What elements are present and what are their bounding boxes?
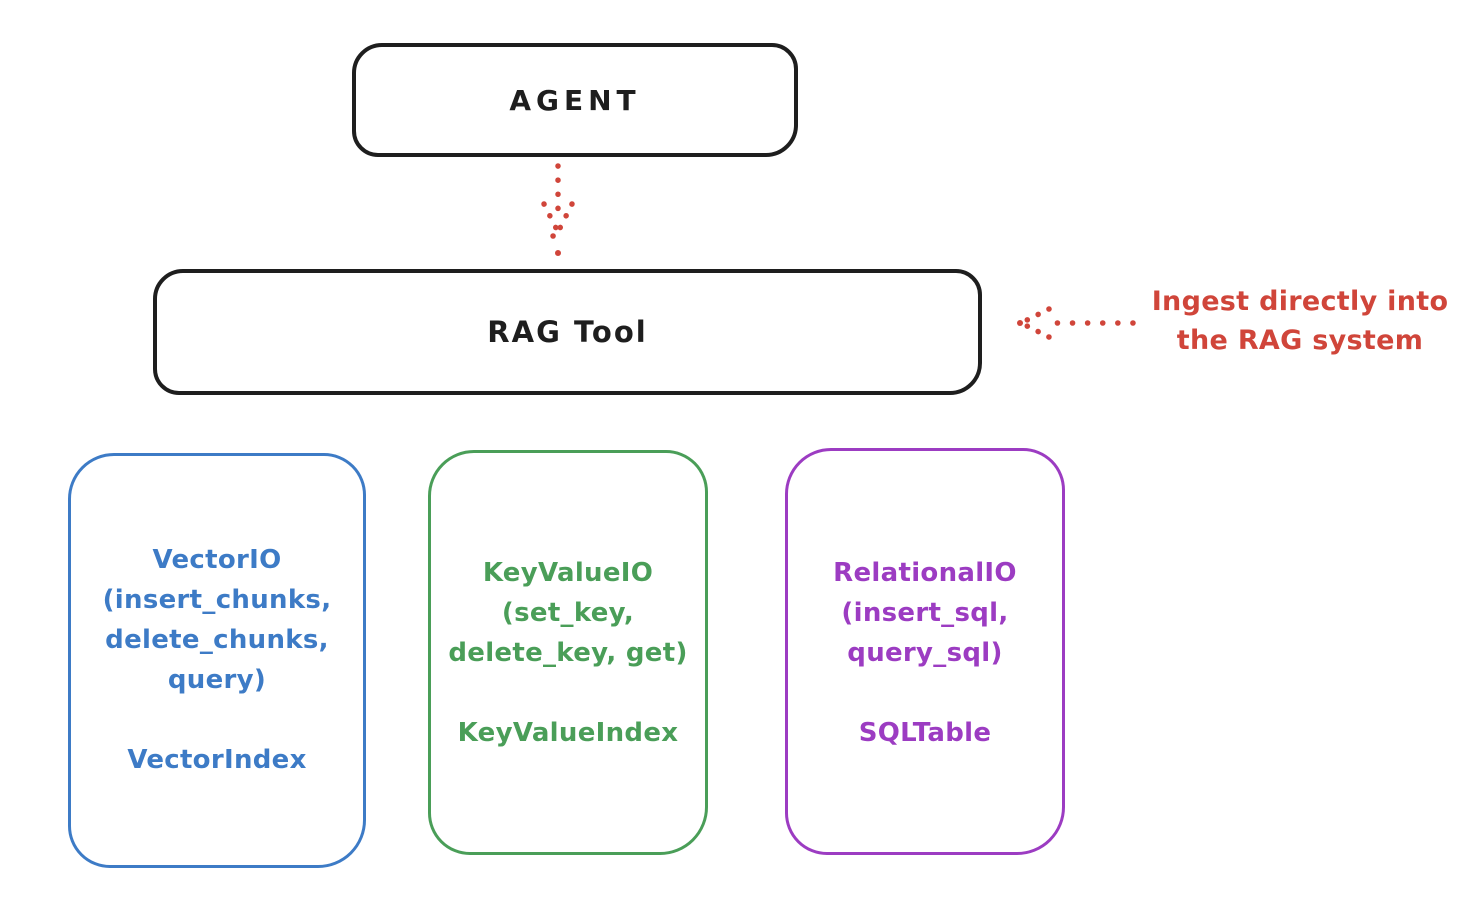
relational-io-line: query_sql) xyxy=(847,638,1003,668)
vector-io-node: VectorIO (insert_chunks, delete_chunks, … xyxy=(68,453,366,868)
agent-to-ragtool-arrow xyxy=(541,163,575,256)
keyvalue-io-line: delete_key, get) xyxy=(448,638,688,668)
keyvalue-index-label: KeyValueIndex xyxy=(457,718,679,748)
vector-io-line: query) xyxy=(167,665,267,695)
annotation-to-ragtool-arrow xyxy=(1017,306,1136,340)
relational-io-line: RelationalIO xyxy=(833,558,1017,588)
ingest-annotation-line2: the RAG system xyxy=(1176,325,1424,356)
sql-table-label: SQLTable xyxy=(858,718,992,748)
relational-io-node: RelationalIO (insert_sql, query_sql) SQL… xyxy=(785,448,1065,855)
rag-tool-node-label: RAG Tool xyxy=(487,315,648,349)
ingest-annotation-line1: Ingest directly into xyxy=(1151,286,1449,317)
vector-io-line: delete_chunks, xyxy=(105,625,329,655)
keyvalue-io-line: (set_key, xyxy=(501,598,635,628)
vector-index-label: VectorIndex xyxy=(127,745,307,775)
vector-io-line: (insert_chunks, xyxy=(102,585,332,615)
ingest-annotation: Ingest directly into the RAG system xyxy=(1138,282,1462,360)
keyvalue-io-line: KeyValueIO xyxy=(482,558,654,588)
keyvalue-io-text: KeyValueIO (set_key, delete_key, get) Ke… xyxy=(431,453,705,753)
rag-tool-node: RAG Tool xyxy=(153,269,982,395)
agent-node-label: AGENT xyxy=(509,83,641,117)
vector-io-text: VectorIO (insert_chunks, delete_chunks, … xyxy=(71,456,363,780)
vector-io-line: VectorIO xyxy=(152,545,282,575)
agent-node: AGENT xyxy=(352,43,798,157)
relational-io-text: RelationalIO (insert_sql, query_sql) SQL… xyxy=(788,451,1062,753)
keyvalue-io-node: KeyValueIO (set_key, delete_key, get) Ke… xyxy=(428,450,708,855)
relational-io-line: (insert_sql, xyxy=(841,598,1009,628)
